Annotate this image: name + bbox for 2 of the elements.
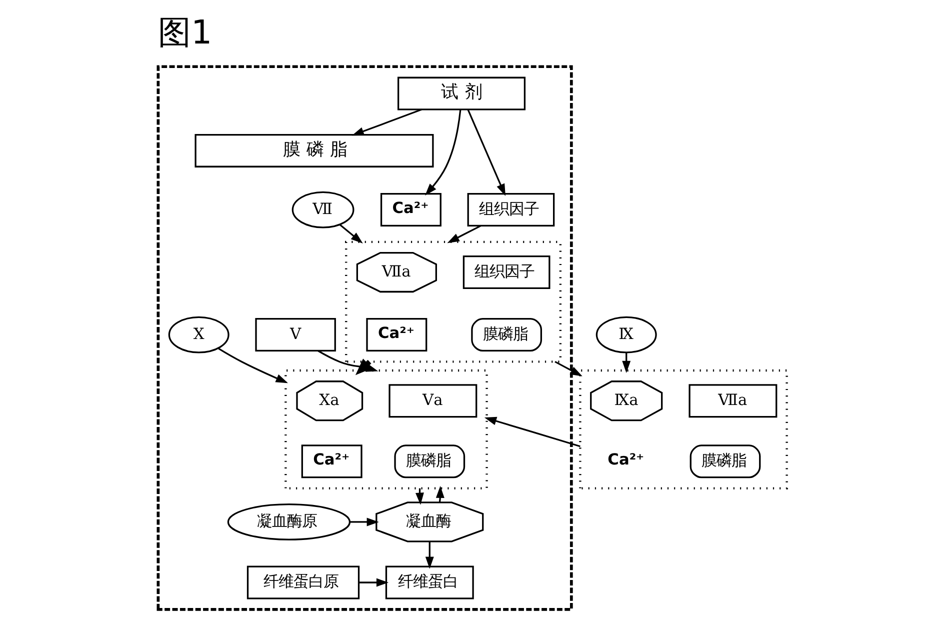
- diagram-title: 图1: [158, 12, 212, 52]
- node-text: Ca²⁺: [607, 450, 644, 468]
